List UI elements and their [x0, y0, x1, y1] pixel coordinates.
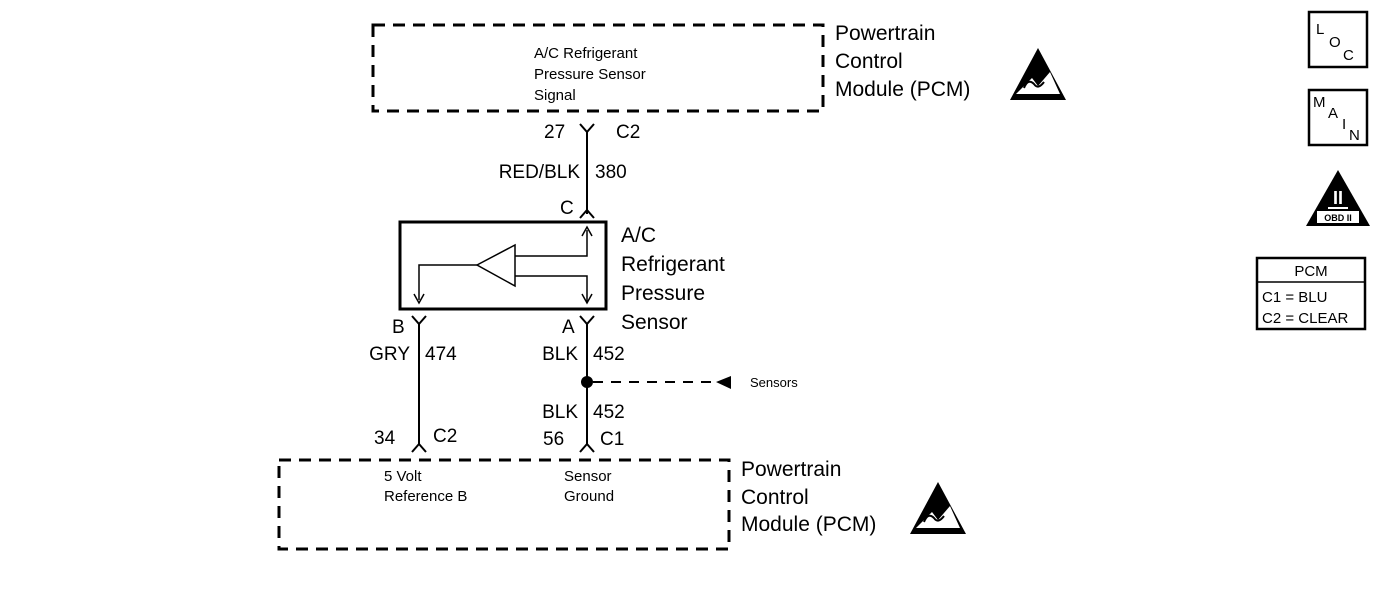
- sensor-pin-c-label: C: [560, 198, 574, 219]
- wire-474-color: GRY: [369, 344, 410, 365]
- splice-arrow-icon: [716, 376, 731, 389]
- arrow-c-icon: [581, 225, 593, 237]
- pcm-top-circuit-line1: A/C Refrigerant: [534, 45, 638, 62]
- sensor-pin-b-symbol: [411, 315, 427, 326]
- sensor-pin-a-label: A: [562, 317, 575, 338]
- conn-c2-top-label: C2: [616, 122, 640, 143]
- wire-452-upper-circuit: 452: [593, 344, 625, 365]
- sensor-name-line1: A/C: [621, 224, 656, 247]
- obd2-numeral: II: [1333, 188, 1343, 208]
- conn-c2-bottom-label: C2: [433, 426, 457, 447]
- internal-wire-a: [515, 275, 588, 303]
- internal-wire-c: [515, 230, 588, 257]
- ref-line2: Reference B: [384, 488, 467, 505]
- pcm-top-circuit-line2: Pressure Sensor: [534, 66, 646, 83]
- pin-27-label: 27: [544, 122, 565, 143]
- main-letter-m: M: [1313, 94, 1326, 111]
- splice-dot: [581, 376, 593, 388]
- conn-c1-label: C1: [600, 429, 624, 450]
- wire-452-upper-color: BLK: [542, 344, 578, 365]
- connector-56-symbol: [579, 442, 595, 453]
- internal-wire-b: [418, 264, 477, 300]
- main-icon: [1307, 88, 1369, 147]
- connector-27-symbol: [579, 123, 595, 134]
- main-letter-a: A: [1328, 105, 1338, 122]
- splice-sensors-label: Sensors: [750, 375, 798, 390]
- pin-34-label: 34: [374, 428, 396, 449]
- pcm-top-name-line2: Control: [835, 50, 903, 73]
- obd2-label-bg: [1317, 211, 1359, 223]
- wire-452-lower-color: BLK: [542, 402, 578, 423]
- gnd-line1: Sensor: [564, 468, 612, 485]
- pcm-table-title: PCM: [1294, 263, 1327, 280]
- main-letter-n: N: [1349, 127, 1360, 144]
- pcm-top-name-line1: Powertrain: [835, 22, 935, 45]
- sensor-box: [398, 220, 608, 311]
- pcm-bottom-name-line1: Powertrain: [741, 458, 841, 481]
- pcm-top-box: [371, 23, 825, 113]
- loc-letter-o: O: [1329, 34, 1341, 51]
- arrow-a-icon: [581, 293, 593, 305]
- pcm-top-name-line3: Module (PCM): [835, 78, 970, 101]
- amplifier-symbol: [475, 243, 516, 288]
- sensor-pin-c-symbol: [579, 208, 595, 219]
- obd2-label: OBD II: [1324, 213, 1352, 223]
- wire-380-color: RED/BLK: [499, 162, 581, 183]
- pcm-table-row-c1: C1 = BLU: [1262, 289, 1327, 306]
- sensor-pin-a-symbol: [579, 315, 595, 326]
- esd-bottom-icon: [909, 481, 967, 535]
- main-letter-i: I: [1342, 116, 1346, 133]
- sensor-name-line2: Refrigerant: [621, 253, 725, 276]
- ref-line1: 5 Volt: [384, 468, 422, 485]
- arrow-b-icon: [413, 293, 425, 305]
- sensor-name-line3: Pressure: [621, 282, 705, 305]
- gnd-line2: Ground: [564, 488, 614, 505]
- loc-icon: [1307, 10, 1369, 69]
- pcm-top-circuit-line3: Signal: [534, 87, 576, 104]
- pcm-bottom-name-line3: Module (PCM): [741, 513, 876, 536]
- sensor-pin-b-label: B: [392, 317, 405, 338]
- loc-letter-c: C: [1343, 47, 1354, 64]
- pcm-bottom-box: [277, 458, 731, 551]
- pcm-connector-table: [1255, 256, 1367, 331]
- esd-top-icon: [1009, 47, 1067, 101]
- sensor-name-line4: Sensor: [621, 311, 688, 334]
- pin-56-label: 56: [543, 429, 564, 450]
- pcm-table-row-c2: C2 = CLEAR: [1262, 310, 1348, 327]
- wire-380-circuit: 380: [595, 162, 627, 183]
- pcm-bottom-name-line2: Control: [741, 486, 809, 509]
- wire-452-lower-circuit: 452: [593, 402, 625, 423]
- wire-474-circuit: 474: [425, 344, 457, 365]
- loc-letter-l: L: [1316, 21, 1324, 38]
- connector-34-symbol: [411, 442, 427, 453]
